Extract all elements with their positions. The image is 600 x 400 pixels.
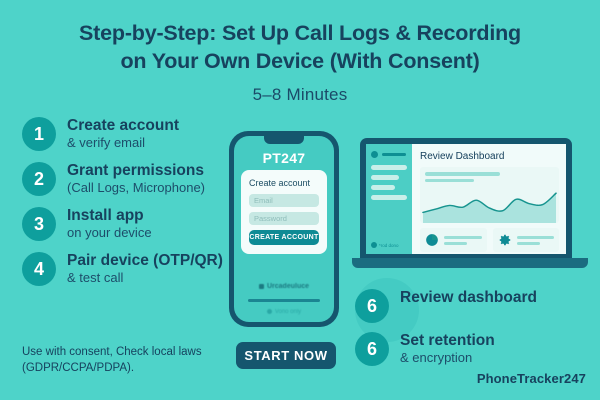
- legal-disclaimer: Use with consent, Check local laws (GDPR…: [22, 345, 237, 376]
- dashboard-title: Review Dashboard: [420, 151, 505, 162]
- phone-consent-note: Urcadeuluce: [234, 283, 334, 290]
- step-title: Pair device (OTP/QR): [67, 252, 223, 269]
- title-line-1: Step-by-Step: Set Up Call Logs & Recordi…: [79, 21, 521, 45]
- chart-label-bar: [425, 172, 500, 176]
- dashboard-main: Review Dashboard: [412, 144, 566, 254]
- step-detail: & verify email: [67, 134, 146, 150]
- stat-card-lines: [444, 235, 482, 245]
- laptop-screen: *rod dono Review Dashboard: [366, 144, 566, 254]
- start-now-button[interactable]: START NOW: [236, 342, 336, 369]
- step-title: Review dashboard: [400, 289, 537, 306]
- dashboard-sidebar: *rod dono: [366, 144, 412, 254]
- step-item: 3 Install app on your device: [22, 206, 237, 241]
- chart-sublabel-bar: [425, 178, 475, 182]
- stat-card[interactable]: [492, 228, 559, 252]
- step-text: Install app on your device: [67, 206, 152, 240]
- brand-watermark: PhoneTracker247: [476, 371, 586, 386]
- sidebar-logo-icon: [371, 151, 378, 158]
- step-number-badge: 3: [22, 207, 56, 241]
- email-field[interactable]: Email: [249, 194, 319, 207]
- step-detail: on your device: [67, 224, 152, 240]
- sidebar-nav-item[interactable]: [371, 185, 396, 190]
- steps-list-right: 6 Review dashboard 6 Set retention & enc…: [355, 288, 595, 374]
- step-title: Set retention: [400, 332, 495, 349]
- phone-footer-note: Vono only: [234, 309, 334, 315]
- step-title: Install app: [67, 207, 144, 224]
- laptop-lid: *rod dono Review Dashboard: [360, 138, 572, 260]
- title-line-2: on Your Own Device (With Consent): [120, 48, 480, 73]
- step-text: Grant permissions (Call Logs, Microphone…: [67, 161, 205, 195]
- step-title: Grant permissions: [67, 162, 204, 179]
- step-item: 6 Review dashboard: [355, 288, 595, 323]
- gear-icon: [499, 234, 510, 246]
- step-number-badge: 1: [22, 117, 56, 151]
- stat-line: [516, 241, 540, 245]
- shield-icon: [258, 283, 264, 289]
- sidebar-nav-item[interactable]: [371, 165, 407, 170]
- step-item: 4 Pair device (OTP/QR) & test call: [22, 251, 237, 286]
- stat-card[interactable]: [420, 228, 487, 252]
- sidebar-footer-label: *rod dono: [379, 242, 399, 248]
- stat-line: [444, 241, 468, 245]
- sidebar-nav-item[interactable]: [371, 175, 400, 180]
- create-account-button[interactable]: CREATE ACCOUNT: [249, 230, 319, 245]
- step-detail: (Call Logs, Microphone): [67, 179, 206, 195]
- step-detail: & test call: [67, 269, 124, 285]
- phone-divider: [248, 299, 320, 302]
- disclaimer-line-1: Use with consent, Check local laws: [22, 346, 202, 358]
- stat-card-lines: [516, 235, 554, 245]
- app-name-label: PT247: [262, 150, 306, 166]
- step-number-badge: 4: [22, 252, 56, 286]
- disclaimer-line-2: (GDPR/CCPA/PDPA).: [22, 361, 135, 374]
- pie-chart-icon: [426, 234, 438, 246]
- step-title: Create account: [67, 117, 179, 134]
- step-item: 2 Grant permissions (Call Logs, Micropho…: [22, 161, 237, 196]
- step-text: Create account & verify email: [67, 116, 179, 150]
- step-text: Review dashboard: [400, 288, 537, 307]
- step-number-badge: 6: [355, 332, 389, 366]
- chart-panel: [420, 167, 559, 223]
- phone-screen: PT247 Create account Email Password CREA…: [234, 136, 334, 322]
- step-item: 1 Create account & verify email: [22, 116, 237, 151]
- user-avatar: [371, 242, 377, 248]
- area-chart: [422, 192, 557, 223]
- steps-list-left: 1 Create account & verify email 2 Grant …: [22, 116, 237, 296]
- phone-mockup: PT247 Create account Email Password CREA…: [229, 131, 339, 327]
- stat-card-row: [420, 228, 559, 252]
- step-item: 6 Set retention & encryption: [355, 331, 595, 366]
- password-field[interactable]: Password: [249, 212, 319, 225]
- step-text: Pair device (OTP/QR) & test call: [67, 251, 223, 285]
- status-dot-icon: [266, 309, 272, 314]
- phone-footer-text: Vono only: [274, 309, 302, 316]
- phone-notch: [264, 136, 304, 144]
- page-subtitle: 5–8 Minutes: [252, 85, 348, 104]
- step-text: Set retention & encryption: [400, 331, 495, 365]
- sidebar-footer: *rod dono: [371, 242, 399, 248]
- page-title: Step-by-Step: Set Up Call Logs & Recordi…: [0, 20, 600, 76]
- stat-line: [444, 235, 482, 239]
- stat-line: [516, 235, 554, 239]
- sidebar-header: [371, 151, 407, 158]
- sidebar-nav-item[interactable]: [371, 195, 407, 200]
- laptop-mockup: *rod dono Review Dashboard: [352, 138, 588, 274]
- step-detail: & encryption: [400, 349, 473, 365]
- step-number-badge: 6: [355, 289, 389, 323]
- step-number-badge: 2: [22, 162, 56, 196]
- laptop-base: [352, 258, 588, 268]
- signup-card-title: Create account: [249, 178, 311, 188]
- phone-note-text: Urcadeuluce: [266, 283, 310, 290]
- sidebar-brand-bar: [382, 153, 406, 156]
- signup-card: Create account Email Password CREATE ACC…: [241, 170, 327, 254]
